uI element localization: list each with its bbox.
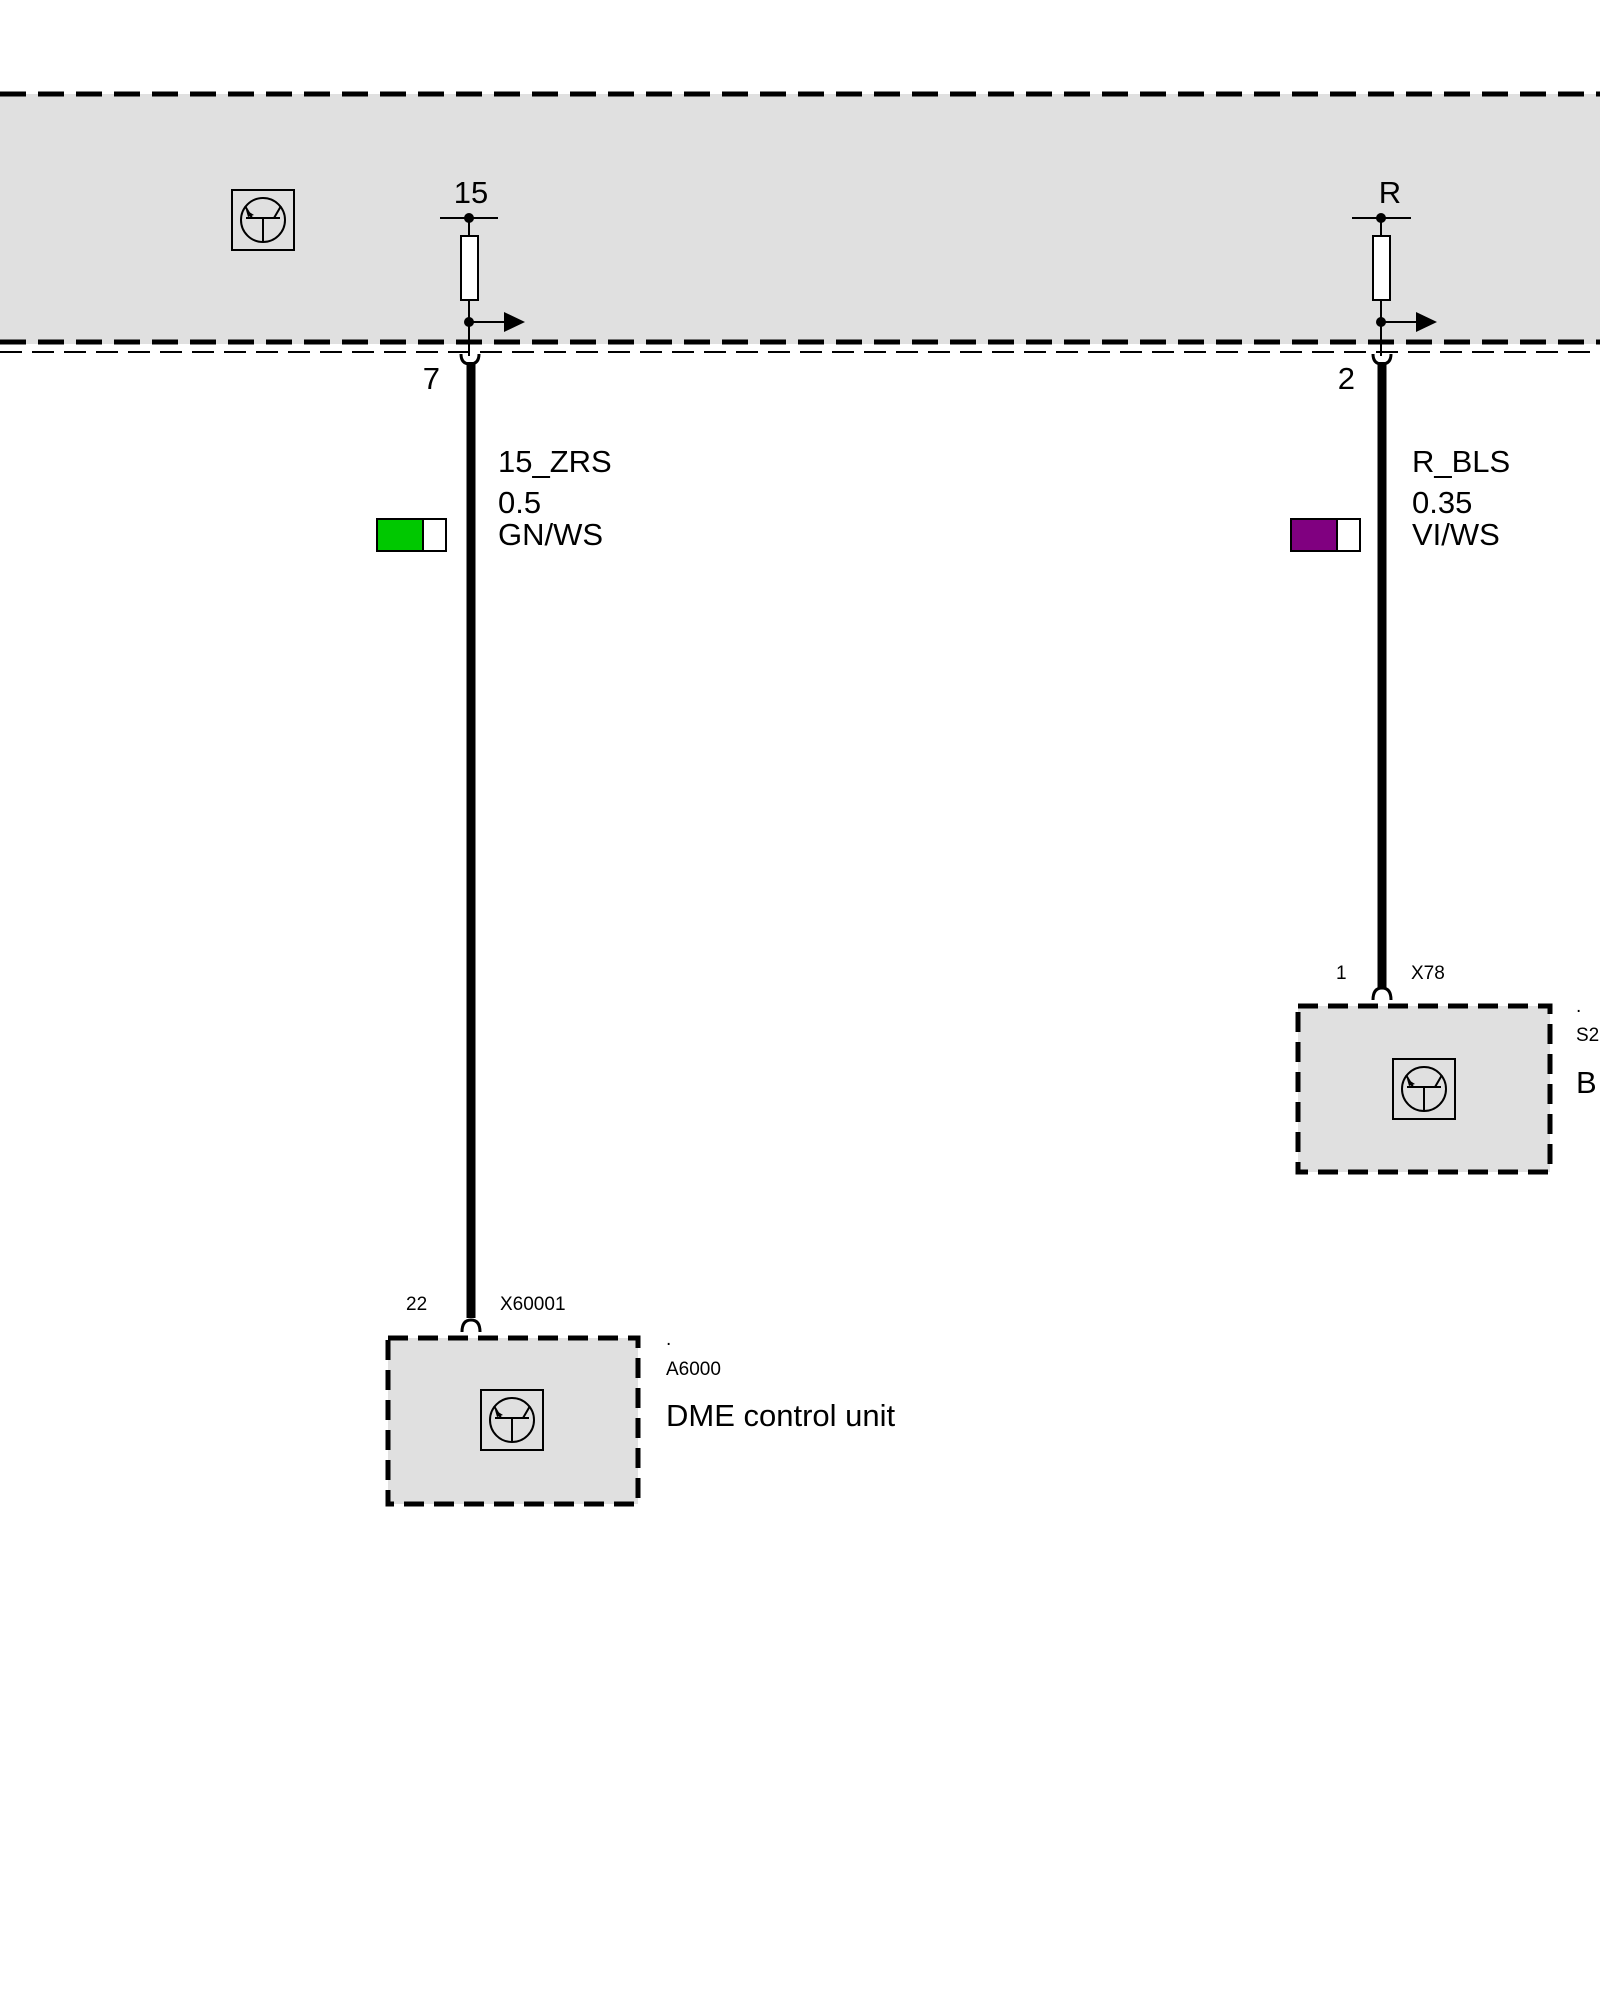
wire-signal-label: R_BLS	[1412, 444, 1510, 479]
wire-color-swatch	[1290, 518, 1361, 552]
wire-r-bls[interactable]: R_BLS 0.35 VI/WS	[1290, 362, 1510, 988]
component-dot: .	[1576, 996, 1581, 1017]
swatch-stripe	[423, 519, 446, 551]
connector-fork-icon	[1371, 986, 1393, 1001]
component-a6000[interactable]: 22 X60001 . A6000 DME control unit	[385, 1294, 896, 1507]
connector-fork-icon	[460, 1318, 482, 1333]
resistor-icon	[1372, 235, 1391, 301]
wire-15-zrs[interactable]: 15_ZRS 0.5 GN/WS	[376, 362, 612, 1318]
component-name: DME control unit	[666, 1398, 896, 1433]
arrow-right-icon	[504, 312, 525, 332]
swatch-border	[376, 518, 447, 552]
component-name: B	[1576, 1065, 1597, 1100]
pin-number: 7	[423, 361, 440, 396]
terminal-label: R	[1379, 175, 1401, 210]
component-s2[interactable]: 1 X78 . S2 B	[1295, 963, 1599, 1175]
swatch-border	[1290, 518, 1361, 552]
component-dot: .	[666, 1329, 671, 1350]
wire-gauge-label: 0.35	[1412, 485, 1472, 520]
wire-color-swatch	[376, 518, 447, 552]
pin-circuit-r[interactable]: R 2	[1338, 175, 1437, 396]
swatch-primary	[377, 519, 423, 551]
connector-pin-number: 22	[406, 1294, 427, 1315]
component-id: A6000	[666, 1359, 721, 1380]
component-id: S2	[1576, 1025, 1599, 1046]
swatch-stripe	[1337, 519, 1360, 551]
swatch-primary	[1291, 519, 1337, 551]
connector-id: X78	[1411, 963, 1445, 984]
connector-id: X60001	[500, 1294, 566, 1315]
wire-signal-label: 15_ZRS	[498, 444, 612, 479]
pin-number: 2	[1338, 361, 1355, 396]
transistor-icon	[1392, 1058, 1456, 1120]
wire-gauge-label: 0.5	[498, 485, 541, 520]
top-module[interactable]	[0, 91, 1600, 353]
terminal-label: 15	[454, 175, 488, 210]
resistor-icon	[460, 235, 479, 301]
connector-pin-number: 1	[1336, 963, 1347, 984]
wire-color-code-label: VI/WS	[1412, 517, 1500, 552]
transistor-icon	[231, 189, 295, 251]
transistor-icon	[480, 1389, 544, 1451]
wire-color-code-label: GN/WS	[498, 517, 603, 552]
arrow-right-icon	[1416, 312, 1437, 332]
